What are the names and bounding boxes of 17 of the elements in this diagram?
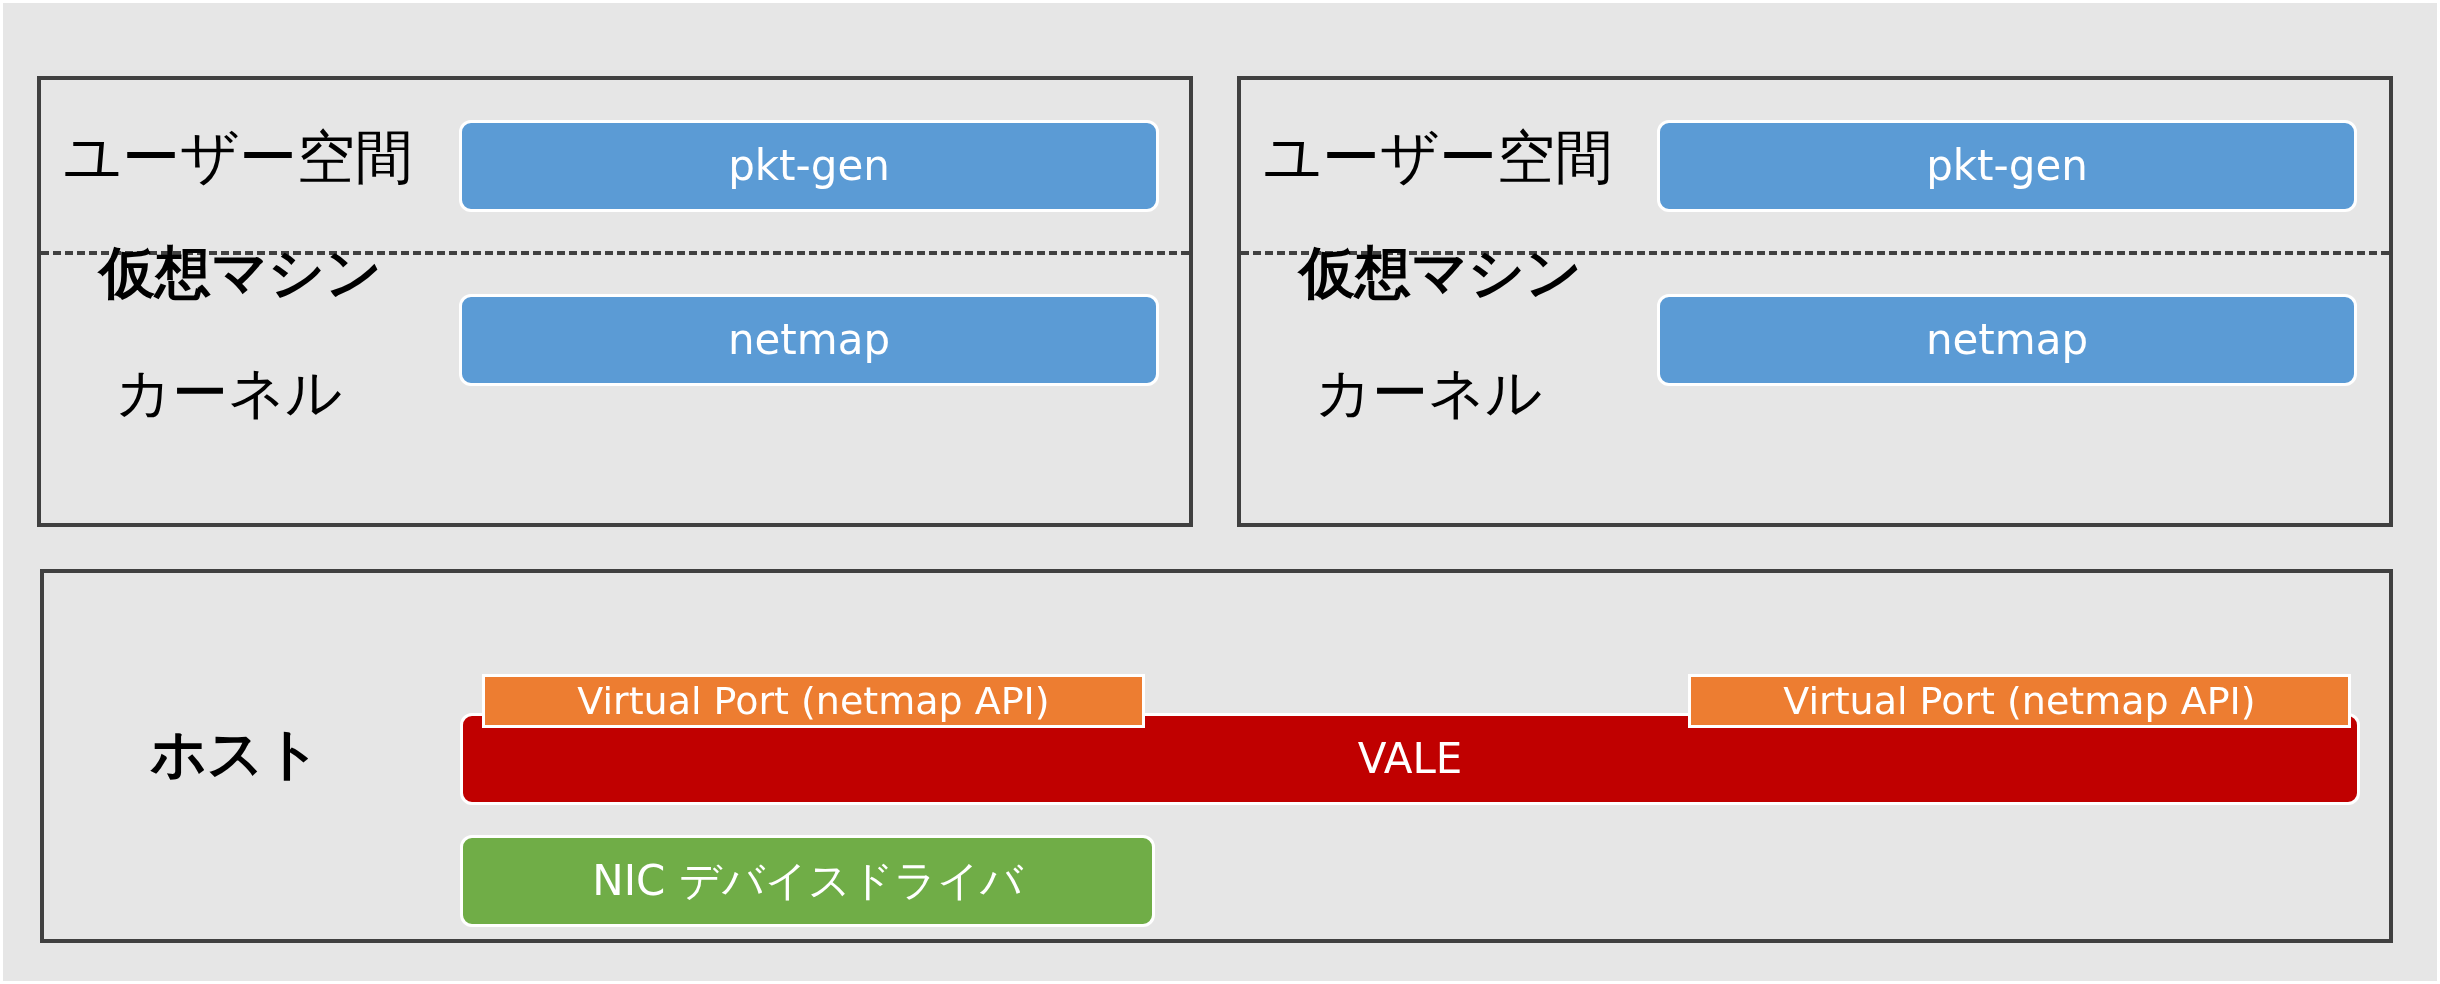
layer-label: カーネル (115, 365, 342, 421)
virtual-machine-frame (37, 76, 1193, 527)
port-tab: Virtual Port (netmap API) (1688, 674, 2351, 728)
layer-box: netmap (1657, 294, 2357, 386)
layer-label: カーネル (1315, 365, 1542, 421)
frame-title: 仮想マシン (99, 245, 382, 301)
frame-title: ホスト (150, 726, 321, 782)
layer-box: pkt-gen (1657, 120, 2357, 212)
layer-label: ユーザー空間 (63, 128, 413, 186)
host-frame (40, 569, 2393, 943)
frame-title: 仮想マシン (1299, 245, 1582, 301)
port-tab: Virtual Port (netmap API) (482, 674, 1145, 728)
driver-box: NIC デバイスドライバ (460, 835, 1155, 927)
layer-label: ユーザー空間 (1263, 128, 1613, 186)
virtual-machine-frame (1237, 76, 2393, 527)
layer-box: pkt-gen (459, 120, 1159, 212)
layer-box: netmap (459, 294, 1159, 386)
